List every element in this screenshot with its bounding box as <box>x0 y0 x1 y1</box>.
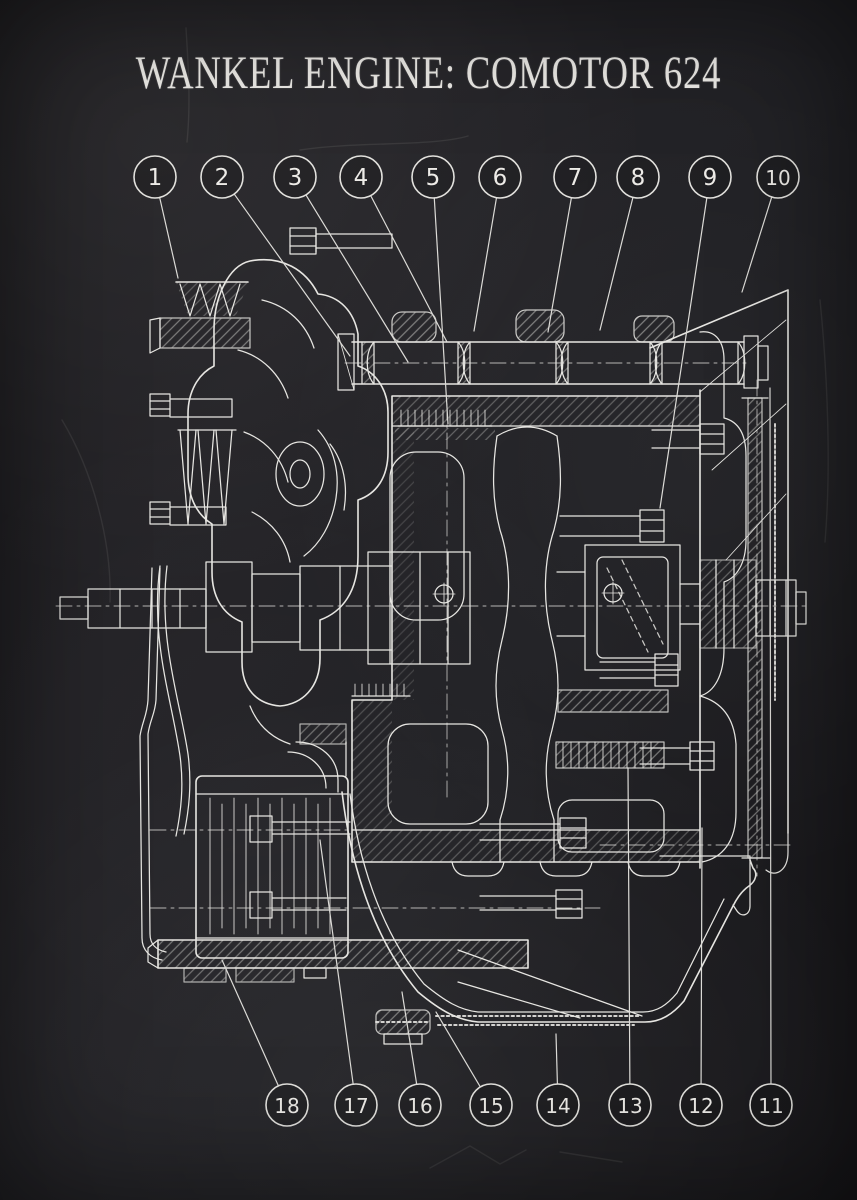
oil-pan-group <box>341 791 757 1045</box>
callout-number: 13 <box>617 1094 642 1118</box>
callout-8: 8 <box>599 155 660 331</box>
callout-6: 6 <box>473 155 522 332</box>
tie-bolt-row-group <box>337 309 769 391</box>
leader-line <box>769 387 772 1085</box>
callout-circle <box>133 155 177 199</box>
callout-15: 15 <box>435 1011 513 1127</box>
callout-number: 8 <box>631 165 646 191</box>
callout-16: 16 <box>398 991 442 1127</box>
leader-line <box>741 196 773 293</box>
callout-circle <box>536 1083 580 1127</box>
callout-number: 4 <box>354 165 369 191</box>
callout-circle <box>411 155 455 199</box>
oil-cooler-group <box>139 567 529 983</box>
leader-line <box>433 197 449 425</box>
leader-line <box>319 839 354 1085</box>
leader-line <box>435 1011 481 1088</box>
callout-circle <box>265 1083 309 1127</box>
leader-line <box>159 196 179 279</box>
callout-number: 17 <box>343 1094 368 1118</box>
drive-shaft-group <box>59 565 207 837</box>
callout-circle <box>756 155 800 199</box>
callout-9: 9 <box>659 155 732 509</box>
callout-number: 12 <box>688 1094 713 1118</box>
callout-circle <box>553 155 597 199</box>
leader-line <box>627 767 631 1085</box>
callout-circle <box>688 155 732 199</box>
centerlines <box>55 362 809 909</box>
callout-circle <box>398 1083 442 1127</box>
callout-circle <box>339 155 383 199</box>
callout-circle <box>749 1083 793 1127</box>
callout-number: 14 <box>545 1094 570 1118</box>
leader-line <box>473 197 498 332</box>
callout-number: 15 <box>478 1094 503 1118</box>
callout-number: 18 <box>274 1094 299 1118</box>
callout-circle <box>273 155 317 199</box>
leader-line <box>659 197 708 509</box>
callout-circle <box>679 1083 723 1127</box>
callout-number: 11 <box>758 1094 783 1118</box>
callout-number: 10 <box>765 166 790 190</box>
callout-circle <box>334 1083 378 1127</box>
rear-cover-group <box>639 331 747 863</box>
callout-1: 1 <box>133 155 179 279</box>
callout-14: 14 <box>536 1033 580 1127</box>
callout-18: 18 <box>221 959 309 1127</box>
callout-number: 6 <box>493 165 508 191</box>
leader-line <box>401 991 418 1085</box>
callout-number: 16 <box>407 1094 432 1118</box>
callout-3: 3 <box>273 155 409 363</box>
chalk-scratches <box>61 27 829 1169</box>
callout-circle <box>469 1083 513 1127</box>
callout-number: 7 <box>568 165 583 191</box>
callout-13: 13 <box>608 767 652 1127</box>
callout-number: 3 <box>288 165 303 191</box>
poster-title: WANKEL ENGINE: COMOTOR 624 <box>135 47 722 99</box>
callout-circle <box>608 1083 652 1127</box>
flywheel-fan-group <box>649 289 807 874</box>
callout-4: 4 <box>339 155 448 343</box>
callout-11: 11 <box>749 387 793 1127</box>
leader-line <box>370 195 448 343</box>
callout-number: 5 <box>426 165 441 191</box>
callout-2: 2 <box>200 155 351 357</box>
leader-line <box>221 959 280 1087</box>
leader-line <box>233 193 351 357</box>
callout-circle <box>616 155 660 199</box>
callout-circle <box>200 155 244 199</box>
leader-line <box>547 197 572 333</box>
callout-10: 10 <box>741 155 800 293</box>
rotor-eccentric-group <box>339 423 725 687</box>
callout-12: 12 <box>679 827 723 1127</box>
callout-5: 5 <box>411 155 455 425</box>
callout-17: 17 <box>319 839 378 1127</box>
callout-circle <box>478 155 522 199</box>
leader-line <box>700 827 703 1085</box>
water-pump-group <box>149 227 393 707</box>
callout-number: 1 <box>148 165 163 191</box>
leader-line <box>555 1033 559 1085</box>
front-pulley-group <box>149 281 251 525</box>
callout-number: 2 <box>215 165 230 191</box>
leader-line <box>305 194 409 363</box>
callout-7: 7 <box>547 155 597 333</box>
callout-number: 9 <box>703 165 718 191</box>
leader-line <box>599 196 634 331</box>
engine-block-group <box>351 389 701 919</box>
